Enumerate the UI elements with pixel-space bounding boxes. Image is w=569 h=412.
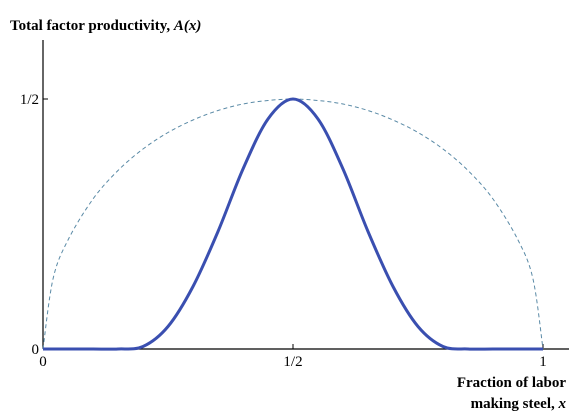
x-tick-label: 1 — [539, 354, 547, 370]
x-tick-label: 0 — [39, 354, 47, 370]
x-tick-label: 1/2 — [283, 354, 302, 370]
x-axis-label-line1: Fraction of labor — [457, 375, 566, 391]
series-line-dashed — [42, 98, 544, 350]
series-line-solid — [43, 97, 543, 351]
x-axis-label-line2: making steel, x — [471, 396, 567, 412]
y-tick-label: 0 — [32, 342, 40, 358]
y-tick-label: 1/2 — [20, 92, 39, 108]
chart-title: Total factor productivity, A(x) — [10, 18, 201, 34]
